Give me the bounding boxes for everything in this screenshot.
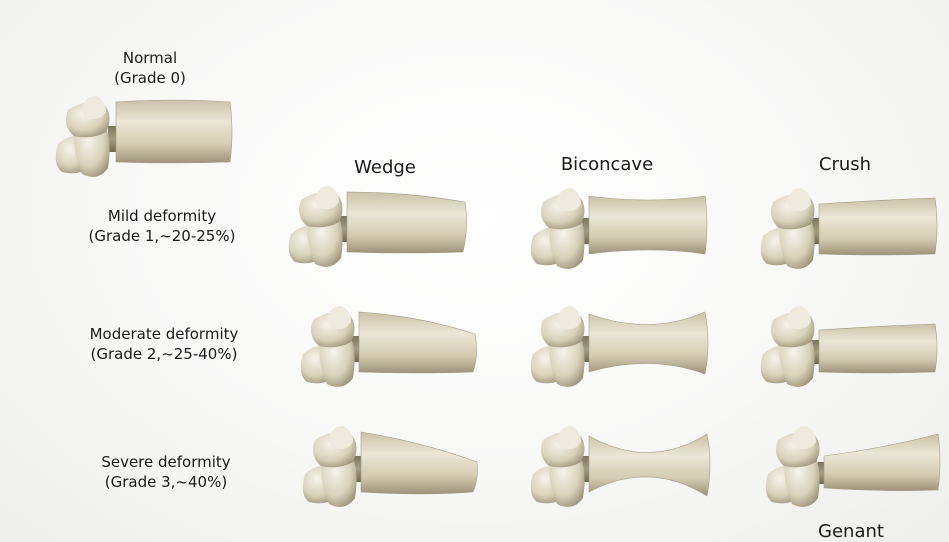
column-heading-crush: Crush (800, 155, 890, 175)
vertebra-crush-severe (760, 426, 949, 510)
normal-label-line1: Normal (80, 48, 220, 68)
vertebra-crush-moderate (755, 306, 945, 390)
vertebra-biconcave-mild (525, 188, 715, 272)
footer-genant: Genant (806, 522, 896, 542)
column-heading-biconcave: Biconcave (552, 155, 662, 175)
normal-label-line2: (Grade 0) (80, 68, 220, 88)
row-label-mild-line2: (Grade 1,~20-25%) (62, 226, 262, 246)
row-label-moderate-line2: (Grade 2,~25-40%) (64, 344, 264, 364)
vertebra-wedge-mild (283, 186, 473, 270)
row-label-mild: Mild deformity (Grade 1,~20-25%) (62, 206, 262, 246)
vertebra-wedge-severe (297, 426, 487, 510)
vertebra-biconcave-severe (525, 426, 715, 510)
column-heading-wedge: Wedge (340, 158, 430, 178)
row-label-moderate: Moderate deformity (Grade 2,~25-40%) (64, 324, 264, 364)
row-label-mild-line1: Mild deformity (62, 206, 262, 226)
vertebra-wedge-moderate (295, 306, 485, 390)
vertebra-normal (48, 96, 238, 180)
vertebra-crush-mild (755, 188, 945, 272)
normal-label: Normal (Grade 0) (80, 48, 220, 88)
vertebra-biconcave-moderate (525, 306, 715, 390)
row-label-severe: Severe deformity (Grade 3,~40%) (66, 452, 266, 492)
row-label-severe-line1: Severe deformity (66, 452, 266, 472)
row-label-severe-line2: (Grade 3,~40%) (66, 472, 266, 492)
row-label-moderate-line1: Moderate deformity (64, 324, 264, 344)
